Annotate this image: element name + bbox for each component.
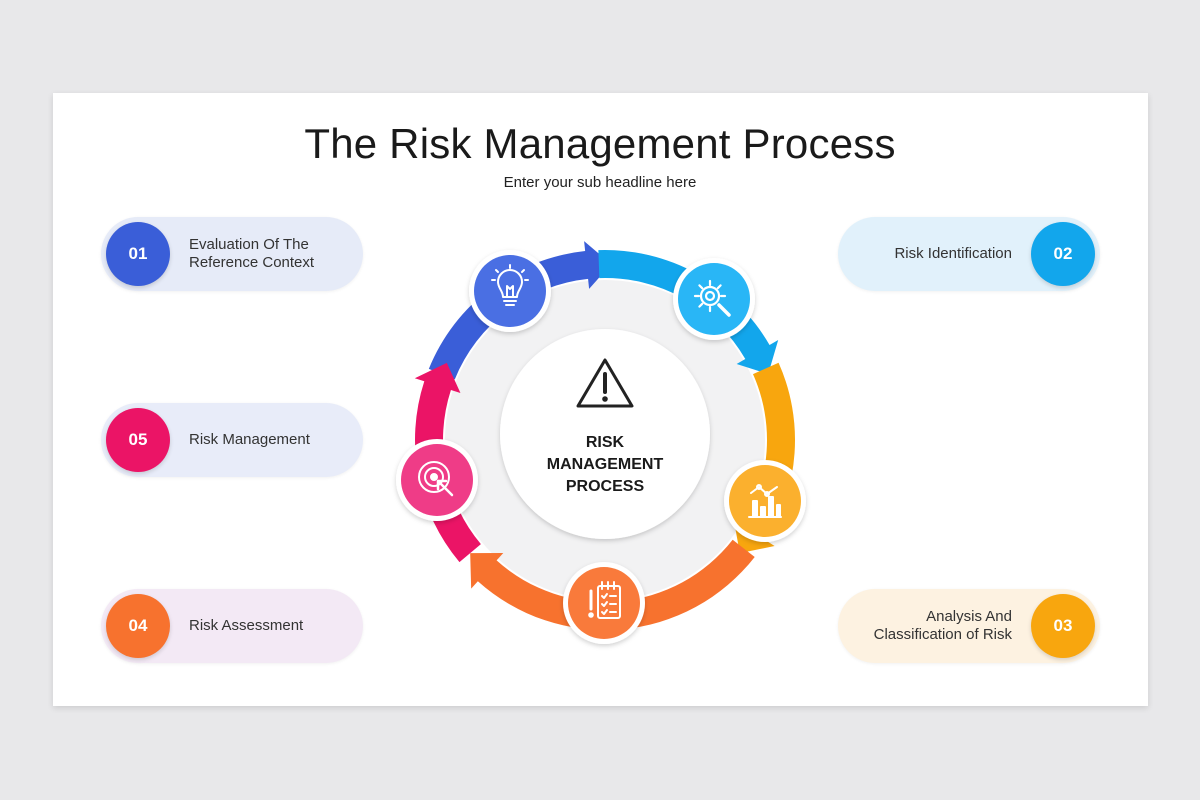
step-02-label-line1: Risk Identification (894, 245, 1012, 262)
step-02-label: Risk Identification (850, 217, 1012, 291)
center-circle (500, 329, 710, 539)
gear-search-icon (693, 279, 731, 317)
lightbulb-icon (491, 264, 529, 306)
page-title: The Risk Management Process (304, 120, 896, 167)
step-03-label-line1: Analysis And (926, 608, 1012, 625)
step-04-number-badge: 04 (106, 594, 170, 658)
step-04-label: Risk Assessment (189, 589, 351, 663)
step-02-icon-circle (673, 258, 755, 340)
step-04-label-line1: Risk Assessment (189, 617, 304, 634)
step-05-pill: 05 Risk Management (101, 403, 363, 477)
cycle-arrow-01 (428, 241, 612, 380)
step-05-label-line1: Risk Management (189, 431, 310, 448)
warning-icon (576, 358, 634, 408)
center-label-line2: MANAGEMENT (546, 456, 664, 473)
cycle-diagram (396, 241, 806, 644)
center-label: RISK MANAGEMENT PROCESS (505, 432, 705, 498)
step-02-number-badge: 02 (1031, 222, 1095, 286)
center-label-line3: PROCESS (565, 478, 645, 495)
step-03-icon-circle (724, 460, 806, 542)
page-subtitle: Enter your sub headline here (503, 174, 697, 191)
step-01-label-line1: Evaluation Of The (189, 236, 309, 253)
target-icon (418, 461, 454, 497)
step-04-icon-circle (563, 562, 645, 644)
step-05-number-badge: 05 (106, 408, 170, 472)
step-03-number-badge: 03 (1031, 594, 1095, 658)
step-01-number-badge: 01 (106, 222, 170, 286)
cycle-arrow-02 (598, 250, 779, 375)
step-04-pill: 04 Risk Assessment (101, 589, 363, 663)
center-label-line1: RISK (585, 434, 625, 451)
step-01-icon-circle (469, 250, 551, 332)
step-03-label-line2: Classification of Risk (873, 626, 1012, 643)
bar-chart-icon (748, 484, 782, 518)
step-05-icon-circle (396, 439, 478, 521)
cycle-arrow-04 (470, 539, 755, 630)
step-02-pill: 02 Risk Identification (838, 217, 1100, 291)
step-01-label-line2: Reference Context (189, 254, 315, 271)
checklist-icon (588, 581, 621, 619)
step-05-label: Risk Management (189, 403, 351, 477)
